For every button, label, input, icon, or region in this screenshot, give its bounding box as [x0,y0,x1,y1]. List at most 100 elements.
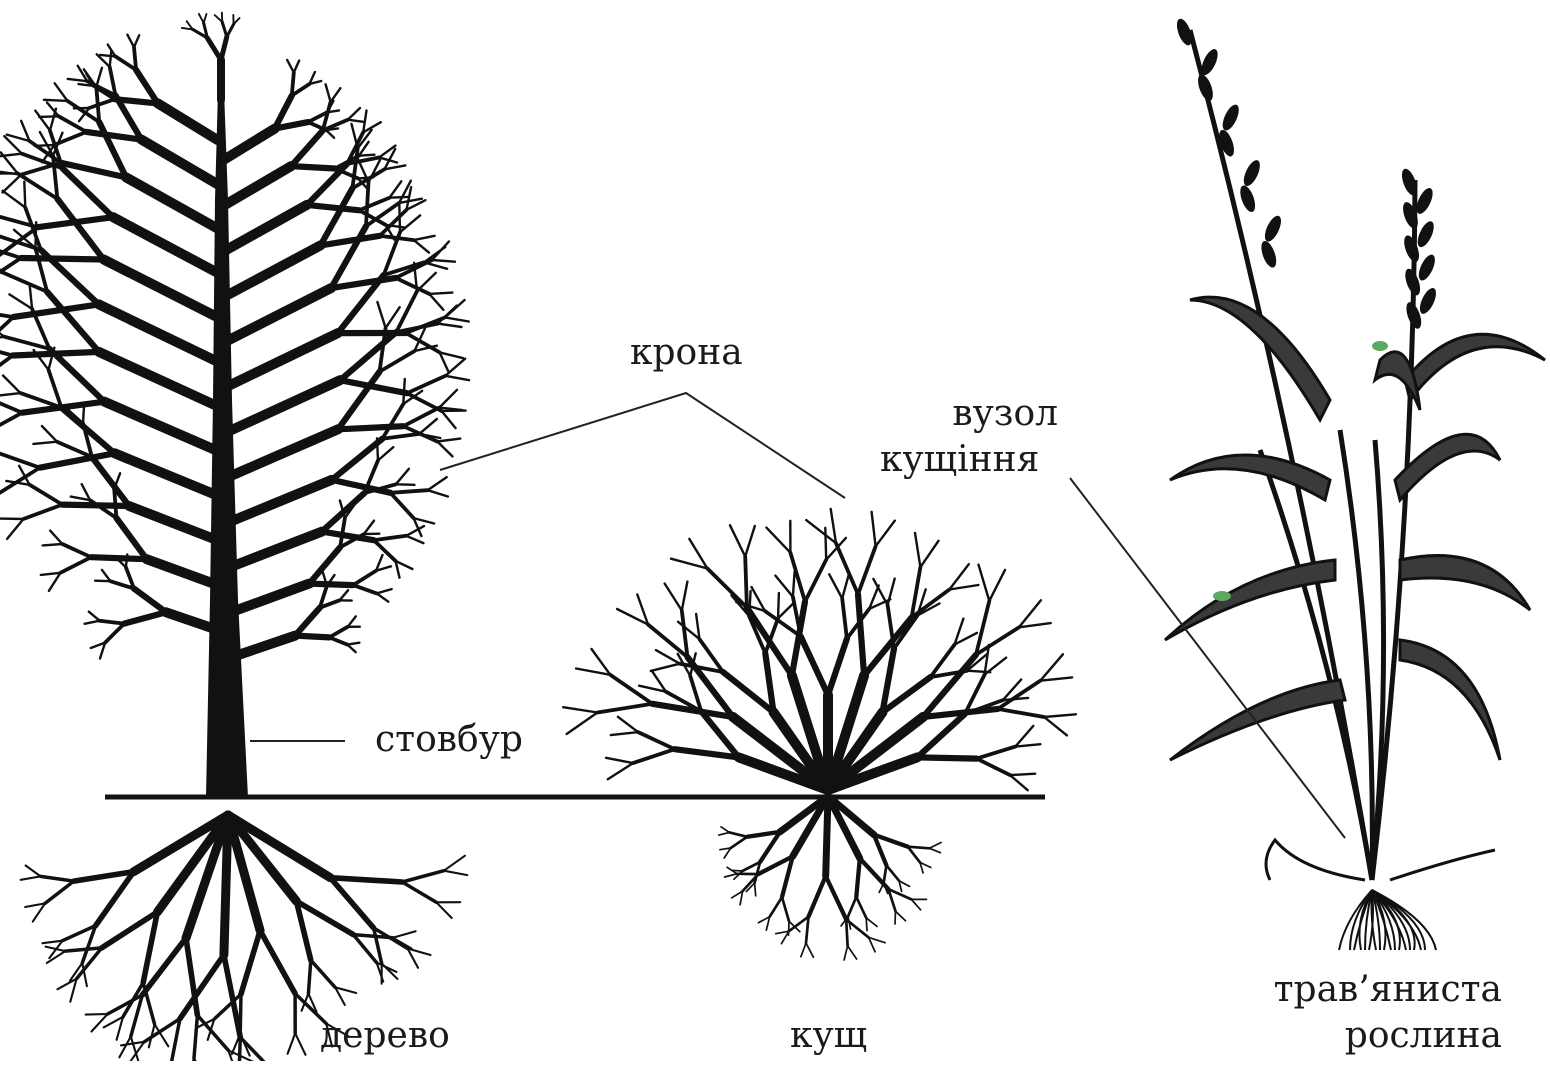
branch-segment [719,832,730,835]
branch-segment [226,205,307,250]
branch-segment [227,24,234,37]
branch-segment [445,376,469,380]
branch-segment [119,1037,130,1058]
branch-segment [403,379,405,404]
branch-segment [99,122,126,177]
branch-segment [241,931,260,995]
branch-segment [224,815,228,955]
branch-segment [429,294,443,310]
branch-segment [41,876,74,881]
branch-segment [126,177,220,230]
tillering-node-leader-line [1070,478,1345,838]
branch-segment [778,602,795,618]
label-tillering-node-line2: кущіння [880,442,1039,478]
branch-segment [326,84,331,102]
branch-segment [43,941,63,944]
branch-segment [39,116,59,117]
branch-segment [414,240,429,253]
herbaceous-plant [1165,17,1545,950]
branch-segment [0,343,13,356]
branch-segment [386,307,400,328]
branch-segment [598,704,653,713]
grass-leaf [1400,556,1530,610]
branch-segment [826,876,847,919]
branch-segment [721,827,729,833]
branch-segment [806,520,836,543]
branch-segment [309,584,353,586]
branch-segment [96,872,134,926]
branch-segment [260,931,295,994]
branch-segment [407,376,445,393]
branch-segment [656,650,680,664]
branch-segment [378,447,393,460]
grass-stem [1260,450,1372,880]
branch-segment [21,876,41,879]
branch-segment [30,284,32,309]
branch-segment [83,403,84,423]
label-trunk: стовбур [375,722,523,758]
branch-segment [224,129,275,160]
branch-segment [424,262,447,269]
branch-segment [707,569,747,608]
branch-segment [979,565,990,601]
branch-segment [608,763,633,779]
branch-segment [414,236,435,240]
branch-segment [793,572,795,597]
branch-segment [400,215,420,232]
label-herb-line1: трав’яниста [1250,972,1502,1008]
branch-segment [842,574,849,598]
label-shrub: кущ [790,1018,867,1054]
branch-segment [805,560,826,602]
branch-segment [116,518,146,559]
tree-crown [0,13,469,659]
branch-segment [2,272,47,292]
branch-segment [228,245,321,295]
branch-segment [57,199,103,260]
branch-segment [141,140,218,185]
branch-segment [390,490,427,493]
branch-segment [606,758,633,763]
branch-segment [826,796,828,876]
label-tillering-node-line1: вузол [948,396,1058,432]
branch-segment [809,876,826,917]
branch-segment [232,380,341,430]
spikelet [1237,184,1258,214]
branch-segment [348,120,363,122]
leaf-highlight [1213,591,1231,601]
branch-segment [445,317,469,321]
creeping-root [1390,850,1495,880]
branch-segment [0,393,20,396]
branch-segment [1019,600,1041,627]
branch-segment [330,878,373,928]
branch-segment [782,897,789,921]
branch-segment [158,103,218,140]
branch-segment [295,636,329,638]
branch-segment [377,302,385,328]
branch-segment [842,599,847,639]
branch-segment [417,273,436,291]
branch-segment [399,204,400,233]
grass-stem [1340,430,1372,880]
branch-segment [40,453,115,467]
branch-segment [407,187,412,210]
branch-segment [755,883,756,896]
branch-segment [157,815,228,912]
spikelet [1258,239,1279,269]
branch-segment [89,612,100,621]
spikelet [1219,102,1242,132]
branch-segment [238,636,295,655]
branch-segment [1010,774,1035,775]
branch-segment [382,434,419,439]
branch-segment [1044,717,1067,735]
branch-segment [359,198,389,211]
branch-segment [911,899,920,909]
branch-segment [848,897,856,917]
branch-segment [929,848,940,852]
branch-segment [136,70,158,104]
branch-segment [682,582,688,611]
branch-segment [68,79,88,81]
branch-segment [390,197,409,198]
spikelet [1240,158,1263,188]
branch-segment [4,337,50,349]
